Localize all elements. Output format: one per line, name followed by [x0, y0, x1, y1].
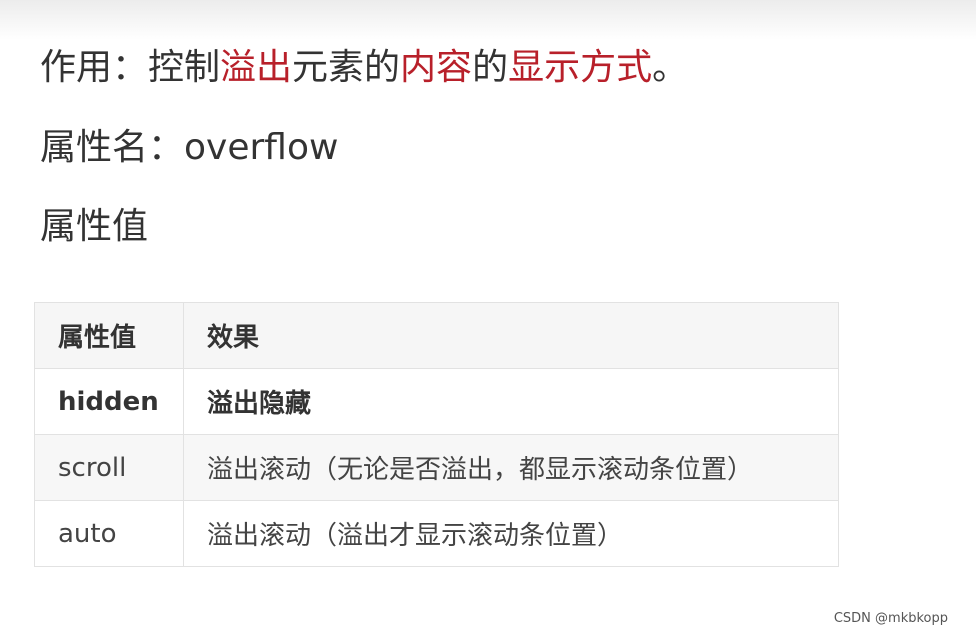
top-shadow — [0, 0, 976, 40]
watermark: CSDN @mkbkopp — [833, 611, 948, 626]
cell-value: auto — [34, 500, 184, 567]
property-value-heading: 属性值 — [40, 206, 149, 247]
intro-text-element: 元素的 — [292, 47, 401, 88]
intro-prefix: 作用：控制 — [40, 47, 221, 88]
intro-highlight-overflow: 溢出 — [220, 47, 293, 88]
intro-text-of: 的 — [472, 47, 509, 88]
table-row: scroll 溢出滚动（无论是否溢出，都显示滚动条位置） — [34, 434, 839, 501]
cell-effect: 溢出滚动（溢出才显示滚动条位置） — [183, 500, 839, 567]
header-value: 属性值 — [34, 302, 184, 369]
intro-end: 。 — [652, 47, 689, 88]
header-effect: 效果 — [183, 302, 839, 369]
cell-value: hidden — [34, 368, 184, 435]
property-name-line: 属性名：overflow — [40, 127, 339, 168]
overflow-values-table: 属性值 效果 hidden 溢出隐藏 scroll 溢出滚动（无论是否溢出，都显… — [34, 302, 839, 567]
intro-highlight-display: 显示方式 — [508, 47, 653, 88]
table-row: auto 溢出滚动（溢出才显示滚动条位置） — [34, 500, 839, 567]
cell-effect: 溢出隐藏 — [183, 368, 839, 435]
intro-line: 作用：控制溢出元素的内容的显示方式。 — [40, 46, 688, 90]
cell-effect: 溢出滚动（无论是否溢出，都显示滚动条位置） — [183, 434, 839, 501]
intro-highlight-content: 内容 — [400, 47, 473, 88]
table-header-row: 属性值 效果 — [34, 302, 839, 369]
table-row: hidden 溢出隐藏 — [34, 368, 839, 435]
cell-value: scroll — [34, 434, 184, 501]
